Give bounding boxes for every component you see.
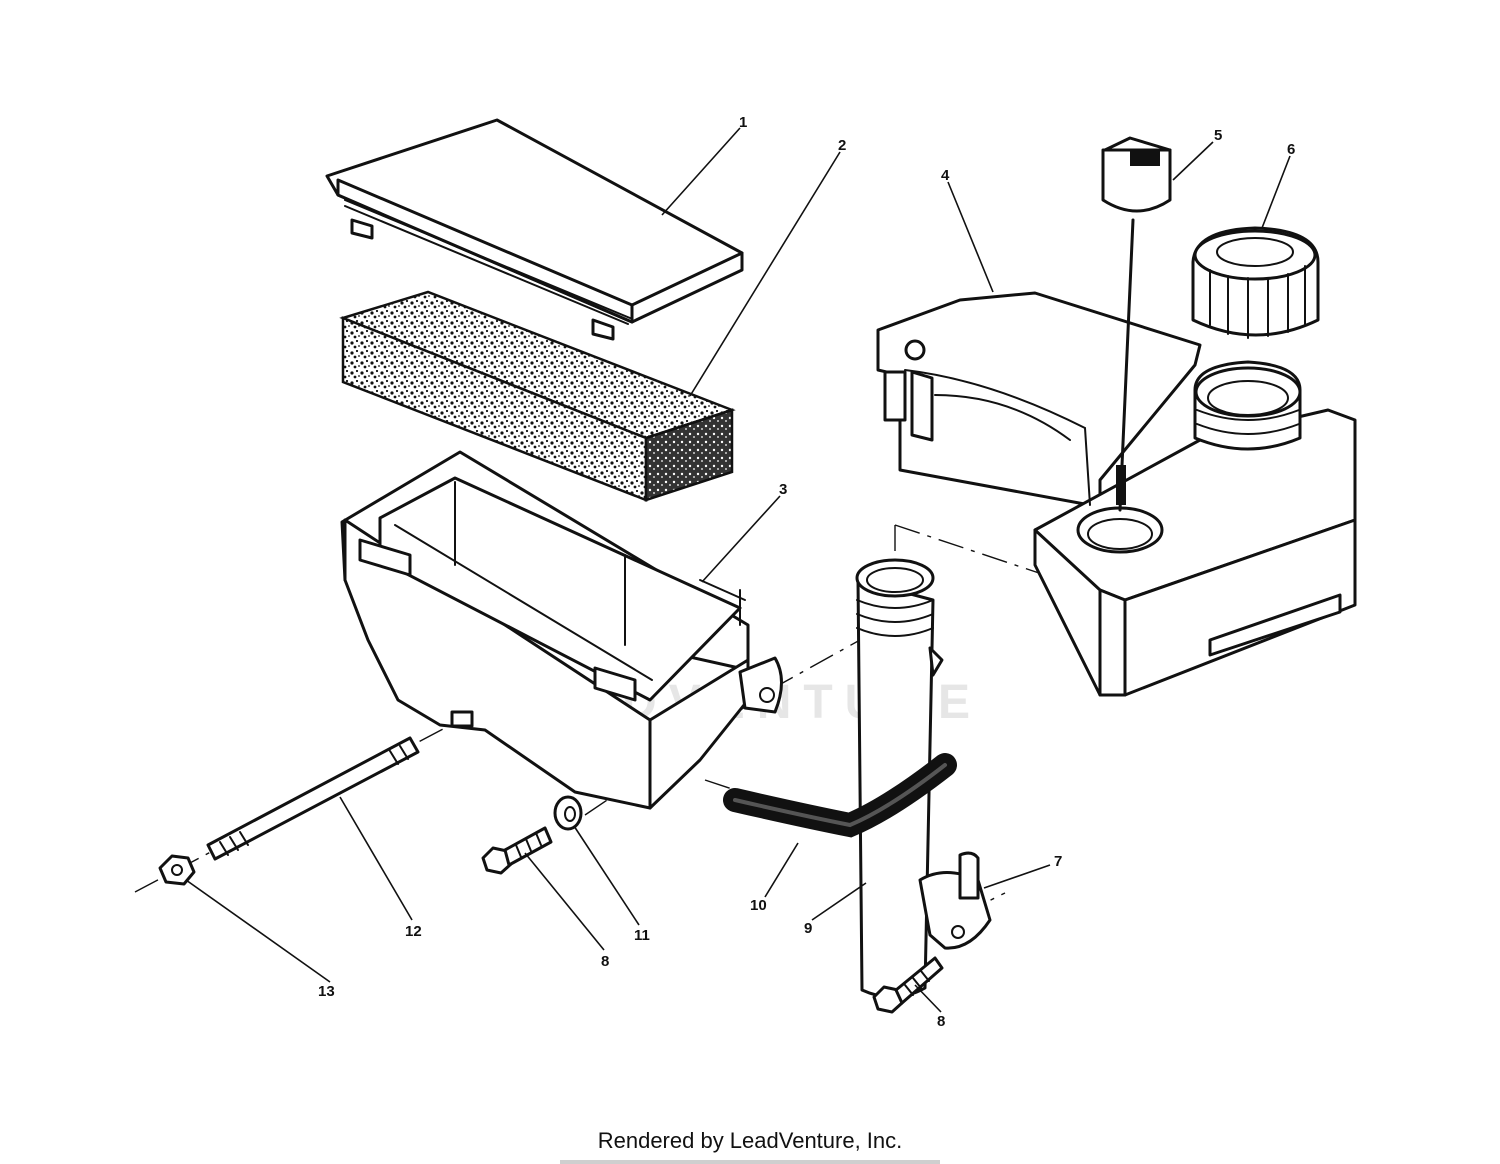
callout-8-left: 8: [601, 953, 609, 970]
part-bolt-left: [481, 826, 553, 875]
part-washer: [553, 795, 583, 831]
footer-divider: [560, 1160, 940, 1164]
part-fuel-cap: [1191, 226, 1320, 339]
part-air-cleaner-cover: [325, 118, 744, 341]
callout-labels: 1 2 3 4 5 6 7 8 8 9 10 11 12 13: [318, 114, 1295, 1030]
callout-11: 11: [634, 927, 650, 944]
part-hose: [723, 753, 957, 838]
footer-credit: Rendered by LeadVenture, Inc.: [597, 1128, 903, 1153]
part-mounting-bracket: [918, 851, 992, 950]
part-bolt-lower: [872, 956, 944, 1014]
callout-2: 2: [838, 137, 846, 154]
callout-5: 5: [1214, 127, 1222, 144]
callout-9: 9: [804, 920, 812, 937]
part-air-cleaner-base: [340, 450, 783, 810]
callout-6: 6: [1287, 141, 1295, 158]
callout-4: 4: [941, 167, 950, 184]
part-dipstick: [1101, 136, 1172, 512]
callout-13: 13: [318, 983, 335, 1000]
part-stud: [206, 736, 420, 861]
callout-1: 1: [739, 114, 747, 131]
callout-8-lower: 8: [937, 1013, 945, 1030]
callout-3: 3: [779, 481, 787, 498]
part-nut: [158, 854, 196, 886]
part-foam-filter-element: [339, 290, 736, 502]
part-fuel-tank: [876, 291, 1357, 697]
callout-7: 7: [1054, 853, 1062, 870]
part-filler-neck: [1193, 360, 1302, 451]
callout-10: 10: [750, 897, 767, 914]
callout-12: 12: [405, 923, 422, 940]
callout-leader-lines: [185, 127, 1291, 1013]
